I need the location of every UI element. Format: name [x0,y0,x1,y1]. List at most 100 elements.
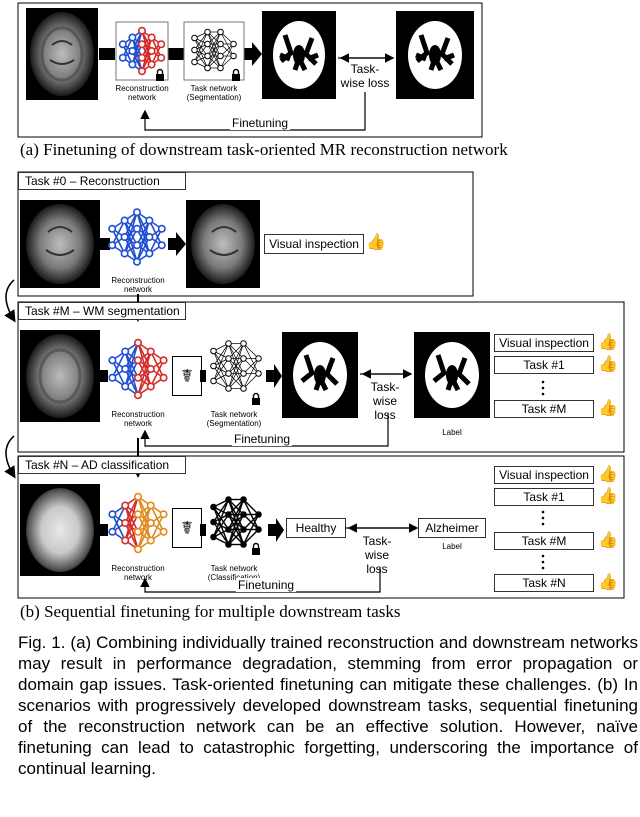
task-net-M-node [210,377,217,385]
recon-net-N-node [121,536,130,545]
recon-net-N-node [134,492,143,501]
task-net-N-edge [212,514,230,538]
task-net-N-edge [212,499,230,538]
task-net-N-node [240,541,247,548]
panel-b-caption: (b) Sequential finetuning for multiple d… [20,602,401,621]
task-net-a-edge [207,31,221,57]
task-net-N-edge [227,499,245,545]
task-net-a-edge [194,31,208,63]
task-net-N-node [225,511,232,518]
lock-icon [232,68,240,74]
task-net-M-edge [228,343,244,359]
recon-net-M-node [134,338,143,347]
task-net-N-edge [227,514,245,545]
recon-net-N-node [146,536,155,545]
task-net-M-edge [213,358,229,382]
thumbs-up-icon: 👍 [598,334,618,351]
task-net-N-node [255,511,262,518]
recon-net-M-node [134,373,143,382]
task-net-M-node [225,385,232,392]
task-net-M-edge [243,343,259,359]
task-net-M-edge [228,373,244,389]
recon-net-N-node [121,501,130,510]
doctor-icon: ☤ [172,508,202,548]
recon-net-0-node [145,216,154,225]
taskM-title: Task #M – WM segmentation [18,302,186,320]
taskM-loss-label: Task-wise loss [370,380,400,422]
recon-net-0-edge [148,228,163,254]
recon-net-0-edge [123,212,138,254]
task-net-M-node [240,385,247,392]
recon-net-M-node [146,347,155,356]
thumbs-up-icon: 👍 [598,488,618,505]
task-net-N-edge [227,499,245,530]
task-network-label: Task network (Segmentation) [186,84,242,102]
recon-net-N-node [108,510,117,519]
taskM-task-label: Task network (Segmentation) [206,410,262,428]
taskM-recon-label: Reconstruction network [111,410,165,428]
recon-net-0-node [145,249,154,258]
recon-net-M-node [134,391,143,400]
recon-net-N-node [134,545,143,554]
recon-network-label: Reconstruction network [115,84,169,102]
lock-icon [252,542,260,548]
task-net-M-edge [243,373,259,389]
recon-net-N-edge [137,505,152,533]
task-net-N-node [225,526,232,533]
recon-net-a-node [157,40,166,49]
taskM-list-taskM: Task #M [494,400,594,418]
recon-net-0-node [120,233,129,242]
taskN-list-task1: Task #1 [494,488,594,506]
task-net-a-node [230,52,237,60]
task-net-M-edge [213,343,229,382]
taskN-loss-label: Task-wise loss [362,534,392,576]
task-net-a-node [204,64,211,72]
recon-net-0-node [133,241,142,250]
recon-net-M-edge [137,351,152,396]
segmentation-mask-icon [262,11,336,99]
recon-net-N-node [108,527,117,536]
taskN-healthy: Healthy [286,518,346,538]
recon-net-a-node [138,53,147,62]
recon-net-a-node [138,26,147,35]
recon-net-N-edge [124,513,139,541]
recon-net-0-node [157,224,166,233]
task-net-N-node [240,511,247,518]
recon-net-0-node [133,208,142,217]
task0-visual-inspection: Visual inspection [264,234,364,254]
task-net-a-edge [194,43,208,63]
task-net-a-node [217,52,224,60]
recon-net-N-edge [137,505,152,550]
recon-net-M-edge [124,342,139,387]
recon-net-N-node [146,501,155,510]
taskN-list-taskN: Task #N [494,574,594,592]
task-net-a-edge [220,43,234,69]
taskN-alzheimer: Alzheimer [418,518,486,538]
thumbs-up-icon: 👍 [366,234,386,251]
recon-net-M-node [108,373,117,382]
task-net-a-node [204,52,211,60]
recon-net-M-node [159,356,168,365]
task-net-N-edge [228,529,244,545]
task-net-N-node [210,503,217,511]
thumbs-up-icon: 👍 [598,466,618,483]
task-net-M-node [240,370,247,377]
recon-net-a-node [138,40,147,49]
recon-net-M-edge [111,351,126,379]
thumbs-up-icon: 👍 [598,574,618,591]
task-net-N-edge [212,499,230,523]
task-net-a-node [191,46,198,54]
recon-net-a-node [128,60,137,69]
recon-net-a-node [147,33,156,42]
recon-net-M-edge [137,368,152,396]
task-net-M-node [225,355,232,362]
recon-net-M-edge [124,342,139,370]
task-net-a-edge [194,31,208,51]
task-net-N-node [255,526,262,533]
taskM-list-visual: Visual inspection [494,334,594,352]
recon-net-M-node [121,364,130,373]
brain-mri-icon [26,8,98,100]
taskN-finetuning-label: Finetuning [236,578,297,592]
recon-net-N-edge [137,522,152,550]
recon-net-M-edge [150,359,165,387]
